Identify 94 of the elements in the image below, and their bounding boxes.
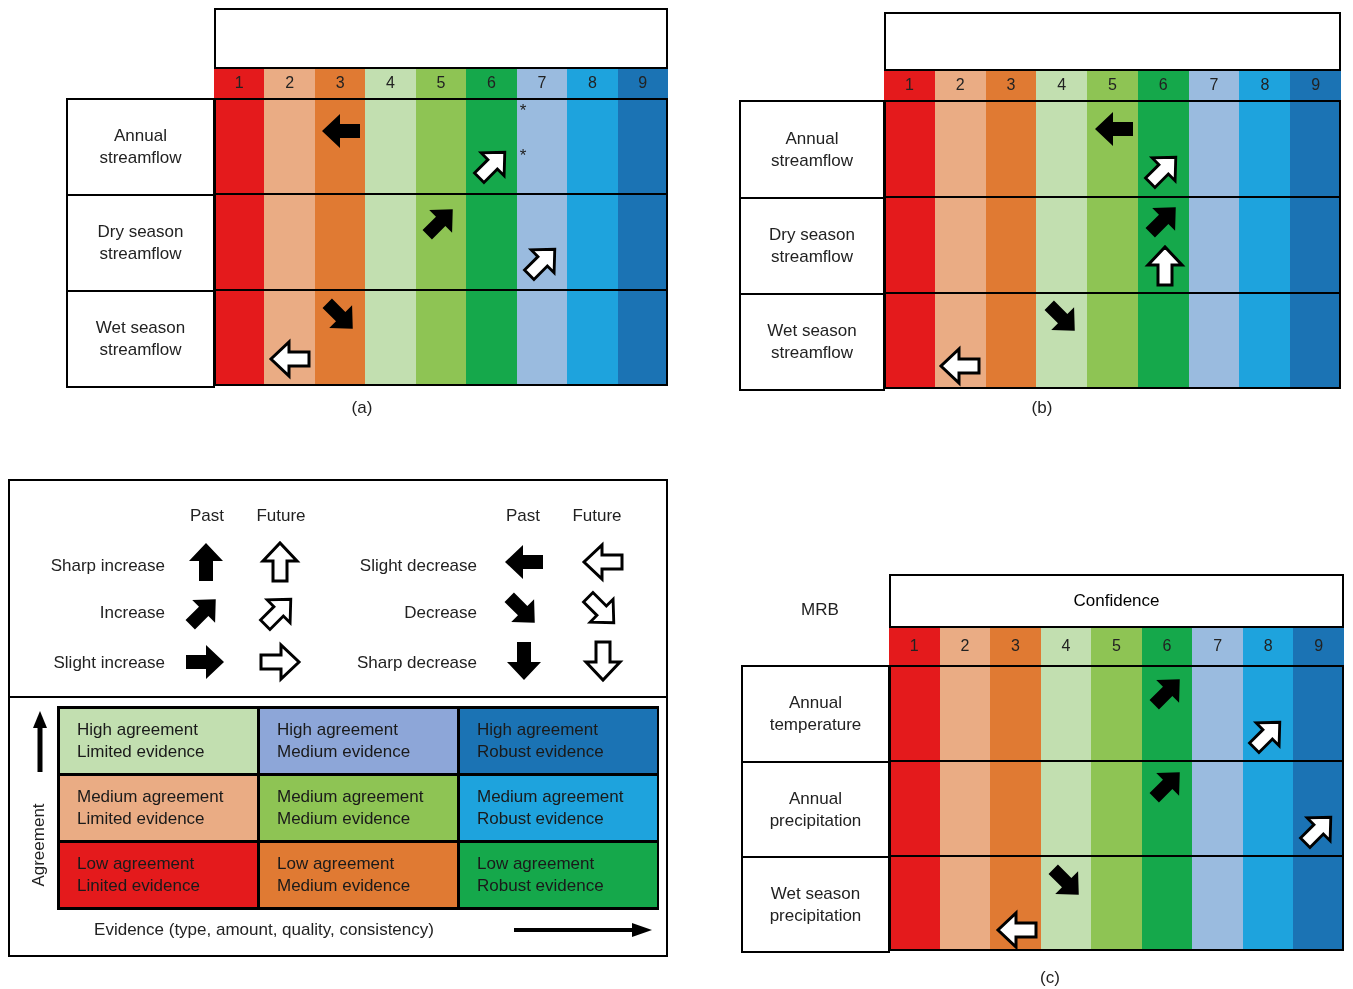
cell-label: Low agreement [477, 853, 596, 875]
row-header-box [66, 98, 215, 196]
agreement-evidence-cell [58, 841, 259, 909]
row-header-box [741, 665, 890, 763]
trend-label: Slight decrease [359, 555, 477, 578]
panel-caption: (b) [1031, 397, 1053, 420]
row-label: Dry season streamflow [96, 221, 185, 265]
cell-label: Medium evidence [277, 808, 412, 830]
column-heading: Past [506, 505, 540, 528]
confidence-number: 1 [904, 75, 914, 95]
agreement-evidence-cell [258, 841, 459, 909]
row-label: Wet season streamflow [766, 320, 858, 364]
confidence-number: 1 [909, 636, 919, 656]
row-header-box [66, 194, 215, 292]
agreement-evidence-cell [458, 707, 659, 775]
cell-label: Robust evidence [477, 875, 605, 897]
trend-label: Increase [99, 602, 165, 625]
agreement-evidence-cell [258, 707, 459, 775]
header-box [214, 8, 668, 69]
row-header-box [741, 761, 890, 858]
row-label: Wet season precipitation [768, 882, 863, 927]
cell-label: Medium evidence [277, 875, 412, 897]
confidence-number: 2 [285, 73, 295, 93]
cell-label: Limited evidence [77, 741, 206, 763]
axis-label: Evidence (type, amount, quality, consistency) [94, 919, 434, 942]
confidence-number: 8 [1260, 75, 1270, 95]
row-label: Annual precipitation [768, 787, 863, 832]
confidence-number: 5 [436, 73, 446, 93]
panel-caption: (c) [1040, 967, 1060, 989]
trend-label: Sharp increase [50, 555, 165, 578]
trend-label: Slight increase [53, 652, 165, 675]
confidence-number: 7 [537, 73, 547, 93]
confidence-number: 1 [234, 73, 244, 93]
row-header-box [66, 290, 215, 388]
agreement-evidence-cell [458, 774, 659, 842]
cell-label: Low agreement [77, 853, 196, 875]
cell-label: Medium evidence [277, 741, 412, 763]
cell-label: High agreement [277, 719, 399, 741]
row-header-box [741, 856, 890, 953]
confidence-number: 3 [335, 73, 345, 93]
confidence-number: 3 [1010, 636, 1020, 656]
agreement-evidence-cell [58, 774, 259, 842]
confidence-header [889, 574, 1344, 628]
asterisk-mark: * [519, 100, 527, 123]
trend-label: Decrease [404, 602, 477, 625]
confidence-number: 4 [386, 73, 395, 93]
cell-label: Low agreement [277, 853, 396, 875]
confidence-number: 2 [955, 75, 965, 95]
region-label: MRB [801, 599, 839, 622]
confidence-number: 6 [487, 73, 496, 93]
cell-label: High agreement [77, 719, 199, 741]
confidence-number: 7 [1213, 636, 1223, 656]
confidence-number: 4 [1057, 75, 1067, 95]
header-label: Confidence [1073, 590, 1160, 613]
confidence-number: 8 [587, 73, 597, 93]
row-label: Annual streamflow [769, 127, 855, 172]
agreement-evidence-cell [458, 841, 659, 909]
cell-label: High agreement [477, 719, 599, 741]
trend-label: Sharp decrease [356, 652, 477, 675]
row-header-box [739, 100, 885, 199]
row-label: Dry season streamflow [768, 224, 856, 268]
row-label: Wet season streamflow [94, 317, 187, 361]
row-label: Annual streamflow [98, 125, 183, 169]
confidence-number: 3 [1006, 75, 1016, 95]
confidence-number: 9 [638, 73, 648, 93]
agreement-evidence-cell [258, 774, 459, 842]
confidence-number: 9 [1314, 636, 1324, 656]
confidence-number: 4 [1061, 636, 1071, 656]
agreement-evidence-cell [58, 707, 259, 775]
cell-label: Medium agreement [277, 786, 425, 808]
column-heading: Past [190, 505, 224, 528]
cell-label: Limited evidence [77, 808, 206, 830]
row-label: Annual temperature [768, 692, 863, 736]
confidence-number: 7 [1209, 75, 1219, 95]
confidence-number: 6 [1158, 75, 1168, 95]
confidence-number: 9 [1311, 75, 1321, 95]
confidence-number: 5 [1112, 636, 1121, 656]
row-header-box [739, 197, 885, 295]
confidence-number: 6 [1162, 636, 1172, 656]
panel-caption: (a) [351, 397, 373, 420]
cell-label: Robust evidence [477, 808, 605, 830]
cell-label: Robust evidence [477, 741, 605, 763]
confidence-number: 5 [1108, 75, 1117, 95]
column-heading: Future [572, 505, 622, 528]
confidence-number: 8 [1263, 636, 1273, 656]
header-box [884, 12, 1341, 71]
cell-label: Linited evidence [77, 875, 201, 897]
column-heading: Future [256, 505, 306, 528]
asterisk-mark: * [519, 145, 527, 168]
row-header-box [739, 293, 885, 391]
cell-label: Medium agreement [77, 786, 225, 808]
cell-label: Medium agreement [477, 786, 625, 808]
confidence-number: 2 [960, 636, 970, 656]
axis-label: Agreement [28, 803, 50, 887]
